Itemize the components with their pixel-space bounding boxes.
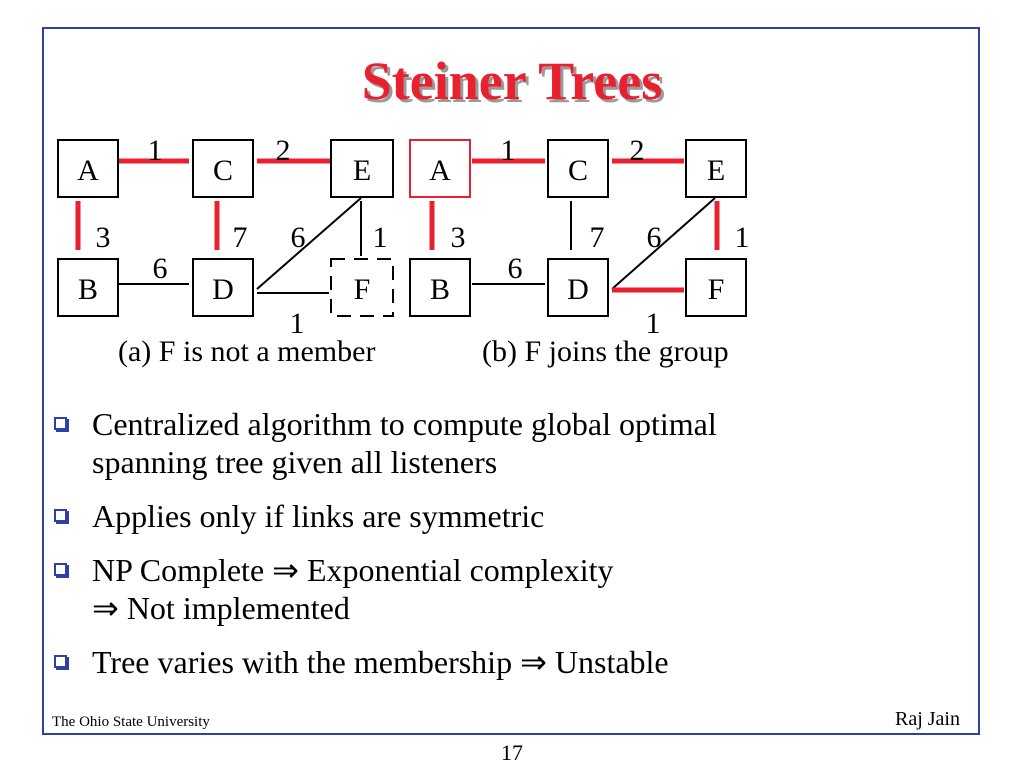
node-a-B [57, 258, 119, 317]
bullet-text-continued: spanning tree given all listeners [92, 444, 498, 480]
node-b-E [685, 139, 747, 198]
node-b-A-label: A [429, 154, 451, 187]
weight-b-DE: 6 [647, 221, 662, 254]
node-b-C [547, 139, 609, 198]
weight-b-CD: 7 [590, 221, 605, 254]
bullet-list: Centralized algorithm to compute global … [54, 405, 954, 697]
node-a-A [57, 139, 119, 198]
weight-a-AB: 3 [96, 221, 111, 254]
square-bullet-icon [54, 509, 67, 522]
node-a-D-label: D [212, 273, 234, 306]
caption-b: (b) F joins the group [482, 335, 729, 368]
bullet-text: Centralized algorithm to compute global … [92, 406, 717, 442]
node-b-F-label: F [708, 273, 725, 306]
bullet-text: Tree varies with the membership ⇒ Unstab… [92, 644, 669, 680]
weight-b-DF: 1 [646, 307, 661, 340]
node-a-D [192, 258, 254, 317]
weight-b-EF: 1 [735, 221, 750, 254]
edge-b-DE [611, 197, 716, 290]
weight-a-AC: 1 [148, 134, 163, 167]
node-a-E-label: E [353, 154, 371, 187]
node-a-F-label: F [354, 273, 371, 306]
node-b-B [409, 258, 471, 317]
footer-author: Raj Jain [895, 708, 960, 730]
bullet-text-continued: ⇒ Not implemented [92, 590, 350, 626]
node-a-B-label: B [78, 273, 98, 306]
weight-b-CE: 2 [630, 134, 645, 167]
slide-title: Steiner Trees [361, 51, 663, 111]
square-bullet-icon [54, 417, 67, 430]
node-a-C-label: C [213, 154, 233, 187]
weight-b-BD: 6 [508, 252, 523, 285]
footer-institution: The Ohio State University [52, 714, 210, 730]
bullet-text: Applies only if links are symmetric [92, 498, 545, 534]
node-b-D [547, 258, 609, 317]
node-b-E-label: E [707, 154, 725, 187]
node-b-A [409, 139, 471, 198]
node-b-C-label: C [568, 154, 588, 187]
bullet-text: NP Complete ⇒ Exponential complexity [92, 552, 614, 588]
node-a-F [330, 258, 394, 317]
bullet-item: Applies only if links are symmetric [54, 497, 954, 535]
steiner-tree-diagram: A C E B D F 1 2 3 7 6 1 6 1 A C E B D F … [57, 134, 750, 340]
node-b-D-label: D [567, 273, 589, 306]
weight-a-DE: 6 [291, 221, 306, 254]
square-bullet-icon [54, 655, 67, 668]
weight-b-AB: 3 [451, 221, 466, 254]
square-bullet-icon [54, 563, 67, 576]
bullet-item: Centralized algorithm to compute global … [54, 405, 954, 481]
bullet-item: Tree varies with the membership ⇒ Unstab… [54, 643, 954, 681]
weight-a-BD: 6 [153, 252, 168, 285]
weight-b-AC: 1 [501, 134, 516, 167]
weight-a-EF: 1 [373, 221, 388, 254]
caption-a: (a) F is not a member [118, 335, 376, 368]
edge-a-DE [256, 197, 362, 290]
page-number: 17 [501, 740, 523, 765]
node-a-C [192, 139, 254, 198]
weight-a-CD: 7 [233, 221, 248, 254]
node-b-F [685, 258, 747, 317]
weight-a-CE: 2 [276, 134, 291, 167]
node-b-B-label: B [430, 273, 450, 306]
node-a-A-label: A [77, 154, 99, 187]
weight-a-DF: 1 [290, 307, 305, 340]
node-a-E [330, 139, 394, 198]
bullet-item: NP Complete ⇒ Exponential complexity ⇒ N… [54, 551, 954, 627]
slide-frame [42, 27, 980, 735]
